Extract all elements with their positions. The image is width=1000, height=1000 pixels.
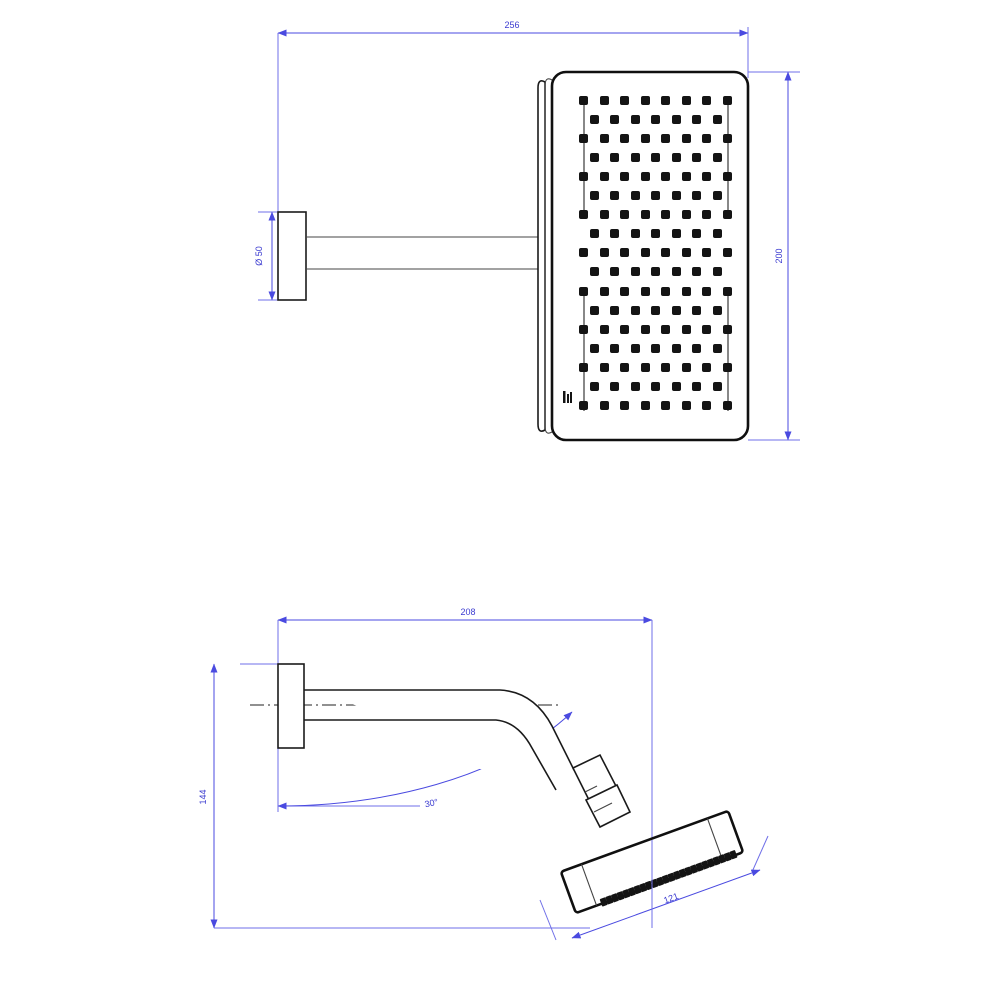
- side-view: 208 144 30° 121: [198, 607, 769, 941]
- front-nozzle-rails: [583, 101, 729, 411]
- dimension-head-length: 121: [539, 835, 769, 941]
- dimension-side-drop: 144: [198, 663, 218, 929]
- side-wall-flange: [277, 663, 305, 749]
- side-shower-arm: [304, 689, 575, 791]
- dimension-front-height: 200: [774, 71, 792, 441]
- dimension-flange-diameter-label: Ø 50: [254, 246, 264, 266]
- side-swivel-joint: [571, 753, 632, 829]
- dimension-front-height-label: 200: [774, 248, 784, 263]
- side-shower-head-body: [560, 810, 744, 914]
- front-nozzle-grid: [579, 96, 732, 410]
- dimension-flange-diameter: Ø 50: [254, 211, 276, 301]
- brand-logo-mark: [563, 391, 572, 403]
- dimension-front-width-label: 256: [504, 20, 519, 30]
- front-view: 256 200 Ø 50: [254, 20, 800, 442]
- side-nozzle-row: [599, 850, 738, 907]
- dimension-side-projection: 208: [277, 607, 653, 624]
- front-wall-flange: [277, 211, 307, 301]
- dimension-head-length-label: 121: [662, 891, 680, 906]
- front-shower-arm: [306, 236, 540, 270]
- dimension-front-width: 256: [277, 20, 749, 37]
- dimension-side-drop-label: 144: [198, 789, 208, 804]
- dimension-tilt-angle-label: 30°: [424, 797, 440, 810]
- dimension-side-projection-label: 208: [460, 607, 475, 617]
- front-head-side-profile: [537, 78, 553, 434]
